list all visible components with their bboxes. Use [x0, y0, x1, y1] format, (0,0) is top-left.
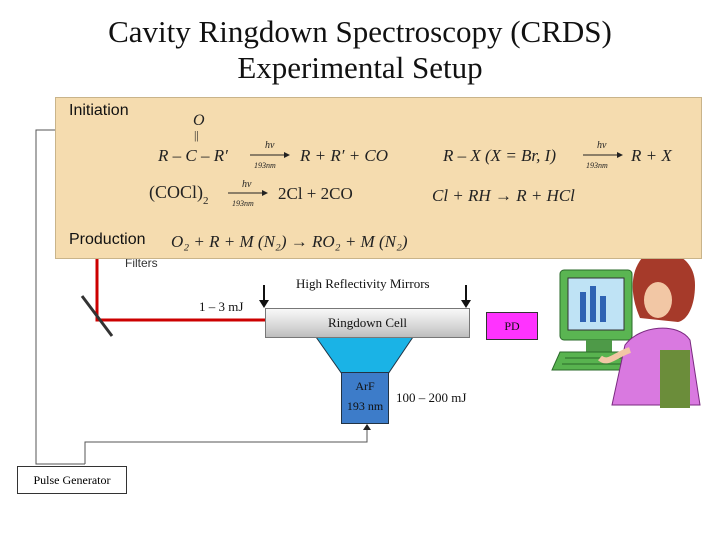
photodetector: PD [486, 312, 538, 340]
reaction-1-arrow [250, 152, 290, 158]
reaction-2-arrow [583, 152, 623, 158]
laser-wavelength: 193 nm [346, 399, 384, 413]
pulse-generator: Pulse Generator [17, 466, 127, 494]
reaction-1-products: R + R′ + CO [300, 146, 389, 165]
laser-name: ArF [355, 379, 375, 393]
title-line-2: Experimental Setup [237, 50, 483, 85]
reaction-2-wavelength: 193nm [586, 161, 608, 170]
trigger-wire [35, 129, 85, 465]
title-line-1: Cavity Ringdown Spectroscopy (CRDS) [108, 14, 612, 49]
reaction-2-hv: hν [597, 140, 607, 151]
reaction-1-double-bond: || [194, 128, 199, 142]
photolysis-cone [315, 336, 414, 375]
reaction-3-products: 2Cl + 2CO [278, 184, 353, 203]
initiation-label: Initiation [69, 102, 129, 119]
ringdown-cell: Ringdown Cell [265, 308, 470, 338]
reaction-3-subscript: 2 [203, 195, 209, 207]
reaction-1-carbonyl-o: O [193, 112, 205, 129]
reaction-3-wavelength: 193nm [232, 199, 254, 208]
operator-illustration [551, 251, 701, 408]
reaction-overlay: Initiation O || R – C – R′ hν 193nm R + … [55, 97, 702, 259]
photolysis-energy-label: 100 – 200 mJ [396, 390, 467, 405]
turning-mirror [80, 295, 114, 337]
reaction-3-hv: hν [242, 179, 252, 190]
pd-label: PD [504, 319, 520, 333]
reaction-3-arrow [228, 190, 268, 196]
reaction-2-products: R + X [631, 146, 672, 165]
pulse-generator-label: Pulse Generator [33, 473, 111, 487]
reaction-3-reactant: (COCl) [149, 182, 203, 202]
ringdown-cell-label: Ringdown Cell [327, 315, 408, 330]
production-label: Production [69, 231, 146, 248]
mirror-arrow-right [461, 300, 471, 308]
reaction-1-wavelength: 193nm [254, 161, 276, 170]
laser-trigger-wire [84, 426, 368, 464]
arf-laser: ArF 193 nm [341, 372, 389, 424]
probe-energy-label: 1 – 3 mJ [199, 299, 244, 314]
slide-title: Cavity Ringdown Spectroscopy (CRDS) Expe… [0, 14, 720, 86]
laser-trigger-arrowhead [363, 424, 371, 430]
filters-label: Filters [125, 257, 158, 270]
reaction-1-reactants: R – C – R′ [158, 146, 228, 165]
reaction-1-hv: hν [265, 140, 275, 151]
mirror-arrow-left [259, 300, 269, 308]
probe-beam [95, 257, 265, 322]
reaction-4: Cl + RH → R + HCl [432, 186, 575, 205]
reaction-2-reactants: R – X (X = Br, I) [443, 146, 556, 165]
reaction-5: O₂ + R + M (N₂) → RO₂ + M (N₂) [171, 232, 408, 251]
mirrors-label: High Reflectivity Mirrors [296, 276, 430, 291]
